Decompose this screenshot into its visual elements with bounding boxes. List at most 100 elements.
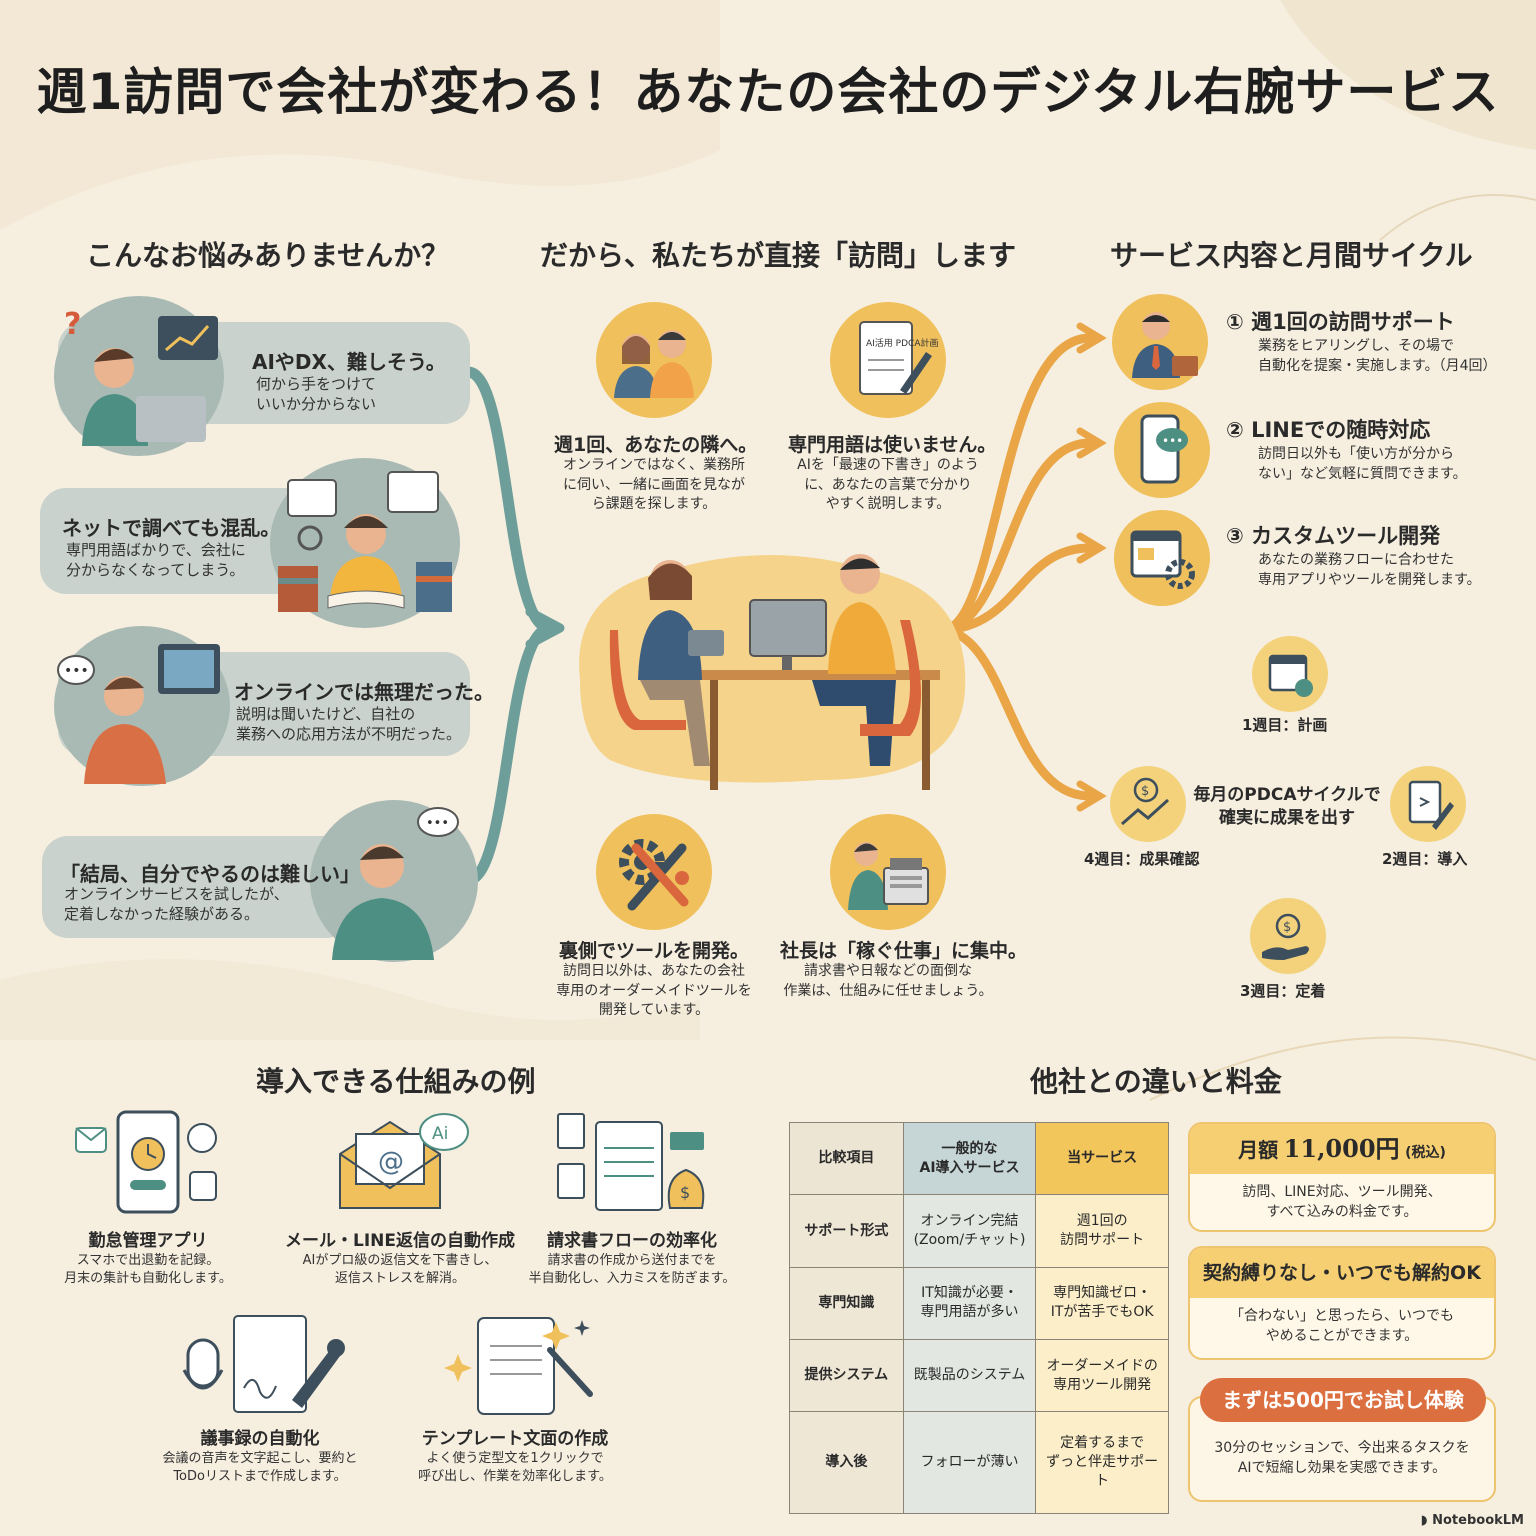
worry-desc-1: 何から手をつけて いいか分からない: [256, 375, 377, 414]
worry-illustration-4: •••: [310, 800, 478, 962]
svg-text:@: @: [378, 1147, 404, 1177]
example-desc-3: 請求書の作成から送付までを 半自動化し、入力ミスを防ぎます。: [528, 1253, 736, 1287]
smartphone-chat-icon: •••: [1114, 402, 1210, 498]
table-cell-general: オンライン完結 (Zoom/チャット): [902, 1194, 1037, 1268]
service-title-3: ③ カスタムツール開発: [1226, 524, 1441, 548]
worry-title-2: ネットで調べても混乱。: [62, 516, 281, 540]
example-desc-1: スマホで出退勤を記録。 月末の集計も自動化します。: [64, 1253, 232, 1287]
worries-heading: こんなお悩みありませんか？: [86, 239, 450, 272]
document-pen-icon: [1390, 766, 1466, 842]
template-wand-icon: [444, 1317, 593, 1415]
clipboard-pen-icon: AI活用 PDCA計画: [830, 302, 946, 418]
svg-text:$: $: [1141, 784, 1149, 799]
worry-desc-2: 専門用語ばかりで、会社に 分からなくなってしまう。: [66, 541, 246, 580]
visit-title-3: 裏側でツールを開発。: [558, 940, 749, 962]
example-title-5: テンプレート文面の作成: [421, 1429, 609, 1449]
visit-desc-2: AIを「最速の下書き」のよう に、あなたの言葉で分かり やすく説明します。: [797, 457, 979, 513]
cycle-week4: 4週目：成果確認: [1084, 850, 1200, 868]
worry-desc-3: 説明は聞いたけど、自社の 業務への応用方法が不明だった。: [236, 705, 462, 744]
worry-title-4: 「結局、自分でやるのは難しい」: [60, 862, 360, 886]
table-row-label: 専門知識: [789, 1266, 904, 1341]
example-desc-2: AIがプロ級の返信文を下書きし、 返信ストレスを解消。: [302, 1253, 498, 1287]
notebook-icon: ◗: [1420, 1513, 1433, 1528]
contract-desc: 「合わない」と思ったら、いつでも やめることができます。: [1230, 1308, 1454, 1345]
visit-desc-4: 請求書や日報などの面倒な 作業は、仕組みに任せましょう。: [783, 963, 993, 999]
svg-text:$: $: [680, 1183, 690, 1202]
contract-card: 契約縛りなし・いつでも解約OK 「合わない」と思ったら、いつでも やめることがで…: [1188, 1246, 1496, 1360]
table-row: 提供システム 既製品のシステム オーダーメイドの 専用ツール開発: [789, 1339, 1169, 1413]
app-window-gear-icon: [1114, 510, 1210, 606]
example-title-4: 議事録の自動化: [200, 1429, 320, 1449]
people-icon: [596, 302, 712, 418]
worry-illustration-2: [270, 458, 460, 628]
table-row: サポート形式 オンライン完結 (Zoom/チャット) 週1回の 訪問サポート: [789, 1194, 1169, 1268]
contract-title: 契約縛りなし・いつでも解約OK: [1190, 1248, 1494, 1298]
price-label: 月額: [1238, 1138, 1279, 1162]
attendance-app-icon: [75, 1110, 217, 1214]
example-desc-5: よく使う定型文を1クリックで 呼び出し、作業を効率化します。: [418, 1451, 612, 1485]
svg-text:•••: •••: [64, 663, 89, 679]
cycle-week1: 1週目：計画: [1242, 716, 1328, 734]
worry-card-4: [42, 836, 352, 938]
footer-brand: ◗ NotebookLM: [1421, 1513, 1524, 1528]
footer-label: NotebookLM: [1432, 1513, 1524, 1528]
table-cell-ours: オーダーメイドの 専用ツール開発: [1035, 1339, 1169, 1413]
table-row-label: 提供システム: [789, 1339, 904, 1413]
example-title-1: 勤怠管理アプリ: [88, 1231, 208, 1251]
register-worker-icon: [830, 814, 946, 930]
table-cell-general: 既製品のシステム: [902, 1339, 1037, 1413]
services-heading: サービス内容と月間サイクル: [1110, 239, 1473, 272]
minutes-microphone-icon: [182, 1315, 345, 1413]
visit-desc-3: 訪問日以外は、あなたの会社 専用のオーダーメイドツールを 開発しています。: [556, 963, 752, 1019]
clipboard-text: AI活用 PDCA計画: [866, 337, 938, 349]
businessman-icon: [1112, 294, 1208, 390]
cycle-week3: 3週目：定着: [1240, 982, 1326, 1000]
service-desc-3: あなたの業務フローに合わせた 専用アプリやツールを開発します。: [1258, 552, 1481, 589]
table-row-label: サポート形式: [789, 1194, 904, 1268]
table-header-ours: 当サービス: [1035, 1121, 1169, 1196]
table-header-general: 一般的な AI導入サービス: [902, 1121, 1037, 1196]
table-header-item: 比較項目: [789, 1121, 904, 1196]
price-desc: 訪問、LINE対応、ツール開発、 すべて込みの料金です。: [1242, 1184, 1442, 1221]
svg-text:?: ?: [64, 307, 81, 342]
svg-text:•••: •••: [426, 816, 449, 831]
example-desc-4: 会議の音声を文字起こし、要約と ToDoリストまで作成します。: [162, 1451, 358, 1485]
service-desc-2: 訪問日以外も「使い方が分から ない」など気軽に質問できます。: [1258, 446, 1467, 483]
service-title-2: ② LINEでの随時対応: [1226, 418, 1431, 442]
worry-illustration-3: •••: [54, 626, 230, 786]
tools-gear-icon: [596, 814, 712, 930]
worry-title-3: オンラインでは無理だった。: [234, 680, 494, 704]
calendar-icon: [1252, 636, 1328, 712]
svg-text:•••: •••: [1162, 434, 1183, 448]
svg-text:$: $: [1283, 920, 1291, 935]
visit-title-4: 社長は「稼ぐ仕事」に集中。: [780, 940, 1028, 962]
visit-title-2: 専門用語は使いません。: [788, 434, 997, 456]
table-cell-ours: 定着するまで ずっと伴走サポート: [1035, 1411, 1169, 1514]
page-title: 週1訪問で会社が変わる！あなたの会社のデジタル右腕サービス: [36, 63, 1500, 121]
table-cell-ours: 専門知識ゼロ・ ITが苦手でもOK: [1035, 1266, 1169, 1341]
hand-coin-icon: $: [1250, 898, 1326, 974]
meeting-illustration: [579, 554, 966, 790]
example-title-2: メール・LINE返信の自動作成: [285, 1231, 515, 1251]
table-row-label: 導入後: [789, 1411, 904, 1514]
comparison-table: 比較項目 一般的な AI導入サービス 当サービス サポート形式 オンライン完結 …: [789, 1121, 1169, 1514]
examples-heading: 導入できる仕組みの例: [256, 1065, 536, 1098]
email-ai-icon: @ Ai: [339, 1113, 469, 1209]
price-card: 月額 11,000円 (税込) 訪問、LINE対応、ツール開発、 すべて込みの料…: [1188, 1122, 1496, 1232]
comparison-heading: 他社との違いと料金: [1030, 1065, 1282, 1098]
invoice-flow-icon: $: [557, 1113, 705, 1211]
example-title-3: 請求書フローの効率化: [547, 1231, 717, 1251]
cycle-center-text: 毎月のPDCAサイクルで 確実に成果を出す: [1193, 785, 1381, 828]
ai-bubble-text: Ai: [432, 1124, 448, 1144]
price-amount: 11,000円: [1283, 1134, 1400, 1163]
trial-desc: 30分のセッションで、今出来るタスクを AIで短縮し効果を実感できます。: [1214, 1440, 1470, 1477]
visit-title-1: 週1回、あなたの隣へ。: [554, 434, 758, 456]
table-row: 導入後 フォローが薄い 定着するまで ずっと伴走サポート: [789, 1411, 1169, 1514]
trial-button[interactable]: まずは500円でお試し体験: [1200, 1378, 1486, 1422]
service-desc-1: 業務をヒアリングし、その場で 自動化を提案・実施します。（月4回）: [1258, 338, 1497, 375]
visit-desc-1: オンラインではなく、業務所 に伺い、一緒に画面を見なが ら課題を探します。: [563, 457, 745, 513]
price-header: 月額 11,000円 (税込): [1190, 1124, 1494, 1174]
table-cell-general: フォローが薄い: [902, 1411, 1037, 1514]
visit-heading: だから、私たちが直接「訪問」します: [540, 239, 1017, 272]
